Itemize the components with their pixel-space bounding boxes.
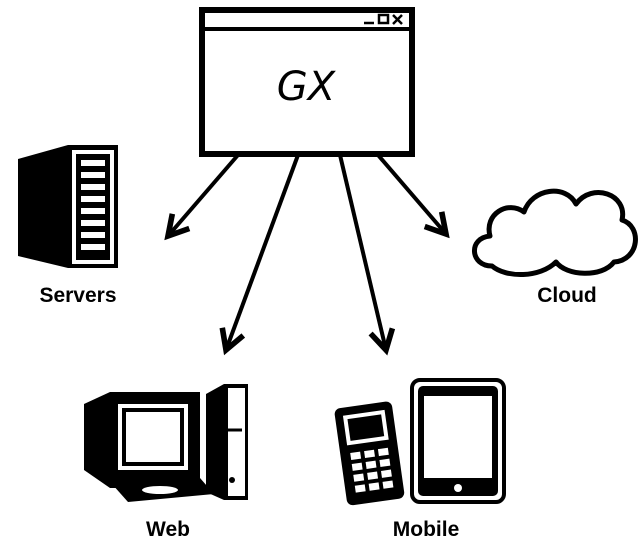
web-label: Web [146, 518, 190, 541]
mobile-label: Mobile [392, 518, 460, 541]
arrow-to-web [226, 154, 300, 350]
arrow-to-servers [168, 153, 240, 236]
app-window-title: GX [277, 64, 337, 110]
cloud-icon [472, 188, 638, 278]
window-controls-icon [364, 13, 403, 25]
servers-label: Servers [39, 284, 117, 307]
arrow-to-mobile [338, 154, 386, 350]
desktop-computer-icon [84, 384, 248, 502]
cloud-label: Cloud [537, 284, 597, 307]
server-tower-icon [18, 145, 118, 268]
app-window-icon: GX [199, 7, 415, 157]
arrow-to-cloud [376, 153, 446, 234]
arrows [168, 153, 446, 350]
mobile-devices-icon [334, 378, 506, 506]
